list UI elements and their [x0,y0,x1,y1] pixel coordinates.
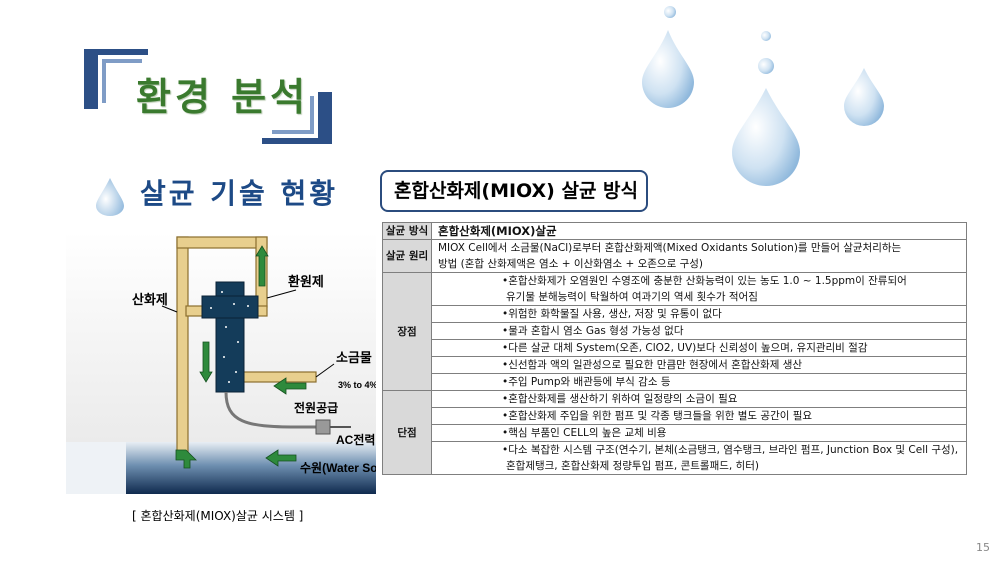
con-item: •혼합산화제 주입을 위한 펌프 및 각종 탱크들을 위한 별도 공간이 필요 [431,407,967,425]
con-line: •다소 복잡한 시스템 구조(연수기, 본체(소금탱크, 염수탱크, 브라인 펌… [502,444,959,456]
pro-item: •다른 살균 대체 System(오존, ClO2, UV)보다 신뢰성이 높으… [431,339,967,357]
label-ac-power: AC전력 [336,432,375,447]
water-drops-decoration [642,6,884,186]
water-source-area [126,442,376,494]
pro-item: •위험한 화학물질 사용, 생산, 저장 및 유통이 없다 [431,305,967,323]
table-row: 살균 원리 MIOX Cell에서 소금물(NaCl)로부터 혼합산화제액(Mi… [382,239,967,273]
con-item: •다소 복잡한 시스템 구조(연수기, 본체(소금탱크, 염수탱크, 브라인 펌… [431,441,967,475]
table-row: •위험한 화학물질 사용, 생산, 저장 및 유통이 없다 [383,305,967,323]
label-oxidant: 산화제 [132,292,168,307]
table-row: •혼합산화제 주입을 위한 펌프 및 각종 탱크들을 위한 별도 공간이 필요 [383,407,967,425]
principle-line: 방법 (혼합 산화제액은 염소 + 이산화염소 + 오존으로 구성) [438,258,704,270]
title-bracket-bottom-right [262,92,332,144]
label-water-source: 수원(Water Source) [300,461,376,475]
label-brine: 소금물 [336,350,372,365]
label-reducing-agent: 환원제 [288,274,324,289]
table-row: •물과 혼합시 염소 Gas 형성 가능성 없다 [383,322,967,340]
table-row: 살균 방식 혼합산화제(MIOX)살균 [382,222,967,240]
method-value: 혼합산화제(MIOX)살균 [431,222,967,240]
row-label: 살균 원리 [382,239,432,273]
row-label: 장점 [382,272,432,391]
principle-value: MIOX Cell에서 소금물(NaCl)로부터 혼합산화제액(Mixed Ox… [431,239,967,273]
pro-item: •물과 혼합시 염소 Gas 형성 가능성 없다 [431,322,967,340]
pro-item: •신선함과 액의 일관성으로 필요한 만큼만 현장에서 혼합산화제 생산 [431,356,967,374]
row-label: 단점 [382,390,432,475]
table-row: •다른 살균 대체 System(오존, ClO2, UV)보다 신뢰성이 높으… [383,339,967,357]
miox-system-diagram: 산화제 환원제 소금물 3% to 4% 전원공급 AC전력 수원(Water … [66,232,376,494]
table-row: •주입 Pump와 배관등에 부식 감소 등 [383,373,967,391]
con-item: •핵심 부품인 CELL의 높은 교체 비용 [431,424,967,442]
row-label: 살균 방식 [382,222,432,240]
title-bracket-top-left [84,49,148,109]
pro-item: •주입 Pump와 배관등에 부식 감소 등 [431,373,967,391]
pro-line: •혼합산화제가 오염원인 수영조에 충분한 산화능력이 있는 농도 1.0 ~ … [502,275,907,287]
table-row: 단점 •혼합산화제를 생산하기 위하여 일정량의 소금이 필요 [382,390,967,475]
con-item: •혼합산화제를 생산하기 위하여 일정량의 소금이 필요 [431,390,967,408]
section-subtitle: 살균 기술 현황 [140,177,339,210]
table-row: •신선함과 액의 일관성으로 필요한 만큼만 현장에서 혼합산화제 생산 [383,356,967,374]
principle-line: MIOX Cell에서 소금물(NaCl)로부터 혼합산화제액(Mixed Ox… [438,242,902,254]
pro-line: 유기물 분해능력이 탁월하여 여과기의 역세 횟수가 적어짐 [506,291,758,303]
method-box-title: 혼합산화제(MIOX) 살균 방식 [380,170,648,212]
table-row: •핵심 부품인 CELL의 높은 교체 비용 [383,424,967,442]
page-title: 환경 분석 [136,75,310,119]
spec-table: 살균 방식 혼합산화제(MIOX)살균 살균 원리 MIOX Cell에서 소금… [382,222,967,475]
pro-item: •혼합산화제가 오염원인 수영조에 충분한 산화능력이 있는 농도 1.0 ~ … [431,272,967,306]
page-number: 15 [976,541,990,554]
water-drop-icon [96,178,124,216]
diagram-caption: [ 혼합산화제(MIOX)살균 시스템 ] [132,509,304,523]
label-brine-percent: 3% to 4% [338,380,376,390]
table-row: 장점 •혼합산화제가 오염원인 수영조에 충분한 산화능력이 있는 농도 1.0… [382,272,967,391]
con-line: 혼합제탱크, 혼합산화제 정량투입 펌프, 콘트롤패드, 히터) [506,460,759,472]
label-power-supply: 전원공급 [294,400,338,415]
table-row: •다소 복잡한 시스템 구조(연수기, 본체(소금탱크, 염수탱크, 브라인 펌… [383,441,967,475]
